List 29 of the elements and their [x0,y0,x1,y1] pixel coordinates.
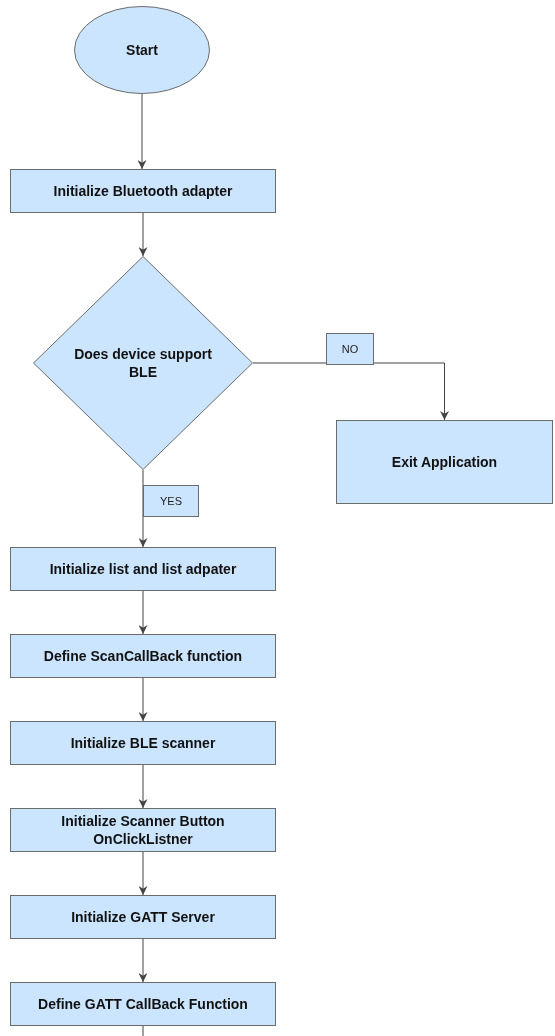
node-text: Initialize Scanner Button OnClickListner [60,812,226,848]
process-box [336,420,553,504]
arrow [138,590,148,635]
node-text: Define GATT CallBack Function [38,995,248,1013]
edge-label: NO [326,333,374,365]
process-box [10,808,276,852]
arrow [138,212,148,257]
node-text: Initialize list and list adpater [49,560,237,578]
node-text: Initialize Bluetooth adapter [53,182,233,200]
process-box [10,634,276,678]
arrow [138,764,148,809]
process-box [10,169,276,213]
process-box [10,895,276,939]
process-box [10,982,276,1026]
process-box [10,547,276,591]
node-text: Start [126,41,158,59]
arrow [137,93,147,170]
arrow [138,851,148,896]
arrow [138,677,148,722]
node-text: Does device support BLE [73,345,213,381]
node-text: Define ScanCallBack function [43,647,243,665]
node-text: Exit Application [391,453,498,471]
node-text: Initialize GATT Server [71,908,215,926]
edge-label: YES [143,485,199,517]
terminal-ellipse [74,6,210,94]
decision-diamond [33,256,253,470]
arrow [138,938,148,983]
process-box [10,721,276,765]
node-text: Initialize BLE scanner [70,734,216,752]
